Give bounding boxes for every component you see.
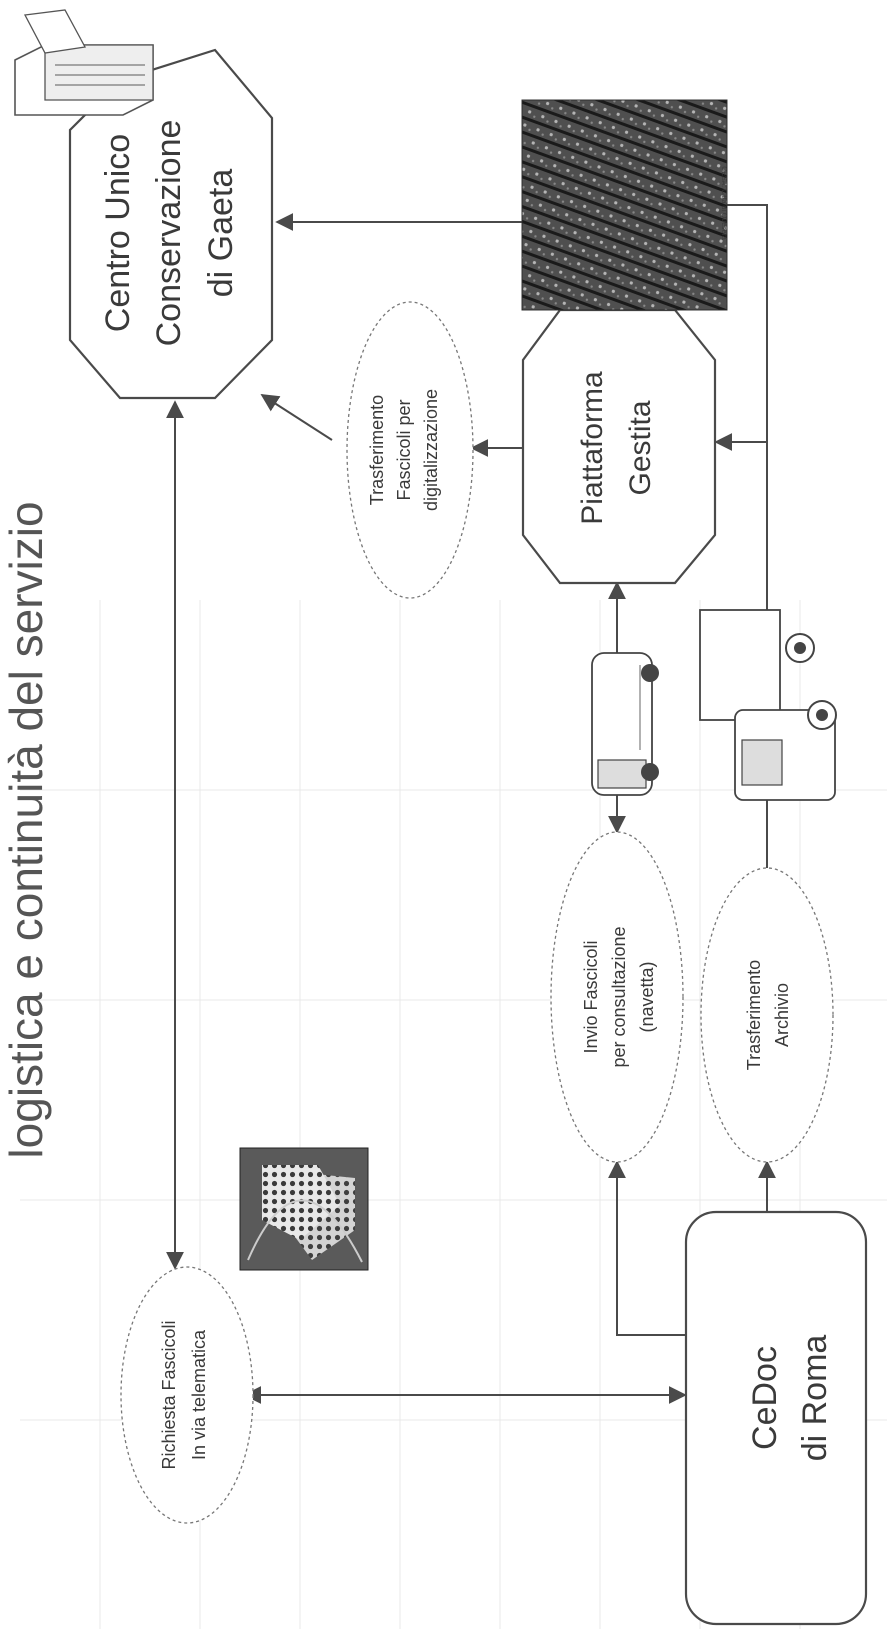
connector-digitalizza-gaeta — [260, 394, 333, 441]
data-network-photo — [239, 1147, 369, 1271]
label-digitalizza-line3: digitalizzazione — [421, 389, 441, 511]
label-invio-line2: per consultazione — [609, 926, 629, 1067]
label-digitalizza-ellipse — [346, 301, 474, 599]
archive-shelves-photo: CESA: Città di Quesera — [521, 99, 728, 311]
node-cedoc-line1: CeDoc — [746, 1346, 784, 1450]
connectors — [166, 204, 776, 1404]
label-trasferimento-line2: Archivio — [772, 983, 792, 1047]
label-invio-line3: (navetta) — [637, 961, 657, 1032]
node-gaeta-line1: Centro Unico — [99, 134, 137, 332]
node-gestita-line1: Piattaforma — [576, 371, 609, 525]
label-trasferimento: Trasferimento Archivio — [700, 867, 834, 1163]
label-invio-line1: Invio Fascicoli — [581, 940, 601, 1053]
label-richiesta-line2: In via telematica — [189, 1329, 209, 1460]
node-gaeta-line3: di Gaeta — [202, 169, 240, 298]
node-cedoc-shape — [684, 1210, 868, 1626]
label-digitalizza: Trasferimento Fascicoli per digitalizzaz… — [346, 301, 474, 599]
node-gaeta-line2: Conservazione — [150, 120, 188, 347]
label-invio: Invio Fascicoli per consultazione (navet… — [550, 831, 684, 1163]
label-trasferimento-line1: Trasferimento — [744, 960, 764, 1070]
label-digitalizza-line1: Trasferimento — [367, 395, 387, 505]
node-cedoc: CeDoc di Roma — [684, 1210, 868, 1626]
label-richiesta-line1: Richiesta Fascicoli — [159, 1320, 179, 1469]
diagram-title: logistica e continuità del servizio — [0, 501, 52, 1158]
label-invio-ellipse — [550, 831, 684, 1163]
label-richiesta: Richiesta Fascicoli In via telematica — [120, 1266, 254, 1524]
label-richiesta-ellipse — [120, 1266, 254, 1524]
truck-icon — [699, 609, 837, 801]
connector-cedoc-invio — [608, 1160, 685, 1336]
photo-caption: CESA: Città di Quesera — [720, 166, 727, 240]
node-cedoc-line2: di Roma — [796, 1335, 834, 1462]
node-gestita-shape — [521, 308, 717, 585]
node-gestita-line2: Gestita — [624, 400, 657, 495]
node-gaeta: Centro Unico Conservazione di Gaeta — [68, 48, 274, 400]
node-gaeta-shape — [68, 48, 274, 400]
label-trasferimento-ellipse — [700, 867, 834, 1163]
node-gestita: Piattaforma Gestita — [521, 308, 717, 585]
label-digitalizza-line2: Fascicoli per — [394, 399, 414, 500]
van-icon — [591, 652, 659, 796]
printer-icon — [14, 9, 154, 116]
